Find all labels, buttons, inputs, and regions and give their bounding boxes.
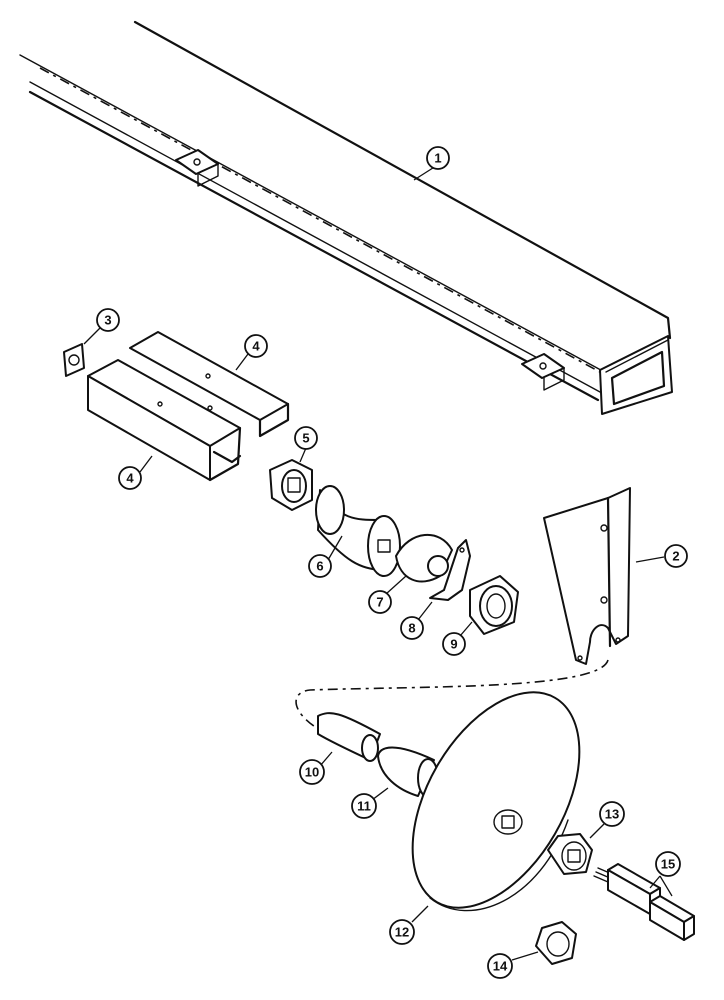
- callout-5-label: 5: [302, 431, 309, 446]
- disc-blade: [411, 691, 581, 912]
- spacer-tube: [317, 712, 381, 762]
- square-shaft: [593, 863, 695, 941]
- callout-6-label: 6: [316, 559, 323, 574]
- callout-3-label: 3: [104, 313, 111, 328]
- shaped-plate: [429, 539, 471, 601]
- callout-3: 3: [83, 308, 120, 345]
- callout-4-top-label: 4: [252, 339, 260, 354]
- callout-11-label: 11: [357, 799, 371, 814]
- callout-13-label: 13: [605, 807, 619, 822]
- flange-bearing: [469, 575, 519, 635]
- callout-2: 2: [635, 544, 688, 568]
- callout-8: 8: [400, 601, 433, 640]
- callout-5: 5: [294, 426, 318, 463]
- callout-10-label: 10: [305, 765, 319, 780]
- callout-10: 10: [299, 751, 333, 785]
- callout-6: 6: [308, 535, 343, 578]
- cone-washer: [395, 534, 453, 583]
- square-washer: [63, 343, 85, 377]
- callout-11: 11: [351, 787, 389, 819]
- callout-8-label: 8: [408, 621, 415, 636]
- callout-7: 7: [368, 575, 407, 614]
- bearing-flange: [269, 459, 313, 511]
- assembly-path: [295, 659, 609, 731]
- callout-2-label: 2: [672, 549, 679, 564]
- callout-9: 9: [442, 621, 473, 656]
- hanger-bracket: [543, 487, 631, 665]
- callout-15-label: 15: [661, 857, 675, 872]
- hex-nut: [535, 921, 577, 965]
- callout-14: 14: [487, 951, 539, 979]
- callout-4-bottom: 4: [118, 455, 153, 490]
- callout-12: 12: [389, 905, 429, 945]
- channel-brackets: [87, 331, 290, 482]
- callout-1-label: 1: [434, 151, 441, 166]
- callout-4-top: 4: [235, 334, 268, 371]
- hex-nut-washer: [547, 833, 593, 875]
- callout-12-label: 12: [395, 925, 409, 940]
- callout-15: 15: [649, 851, 681, 897]
- callout-4-bottom-label: 4: [126, 471, 134, 486]
- callout-9-label: 9: [450, 637, 457, 652]
- callout-7-label: 7: [376, 595, 383, 610]
- spool: [315, 485, 401, 577]
- frame-tube: [19, 20, 673, 415]
- callout-1: 1: [413, 146, 450, 181]
- callout-13: 13: [589, 801, 625, 839]
- callout-14-label: 14: [493, 959, 508, 974]
